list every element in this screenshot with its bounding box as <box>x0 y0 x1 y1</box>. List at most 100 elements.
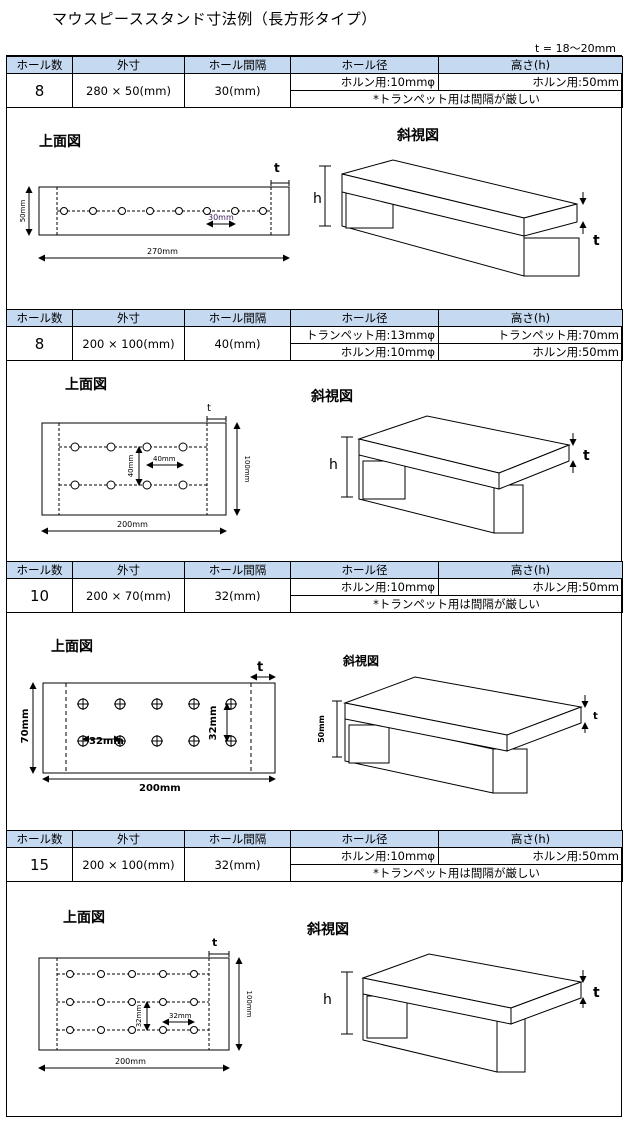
board-side <box>523 203 578 237</box>
page-title: マウスピーススタンド寸法例（長方形タイプ） <box>52 10 377 28</box>
leg-right-side <box>496 1017 526 1073</box>
top-view-board <box>38 186 290 236</box>
top-view-board <box>41 422 227 516</box>
leg-right-side <box>523 237 580 277</box>
header-hole-count: ホール数 <box>6 830 73 848</box>
hole <box>66 1026 74 1034</box>
hole-cross <box>151 698 163 710</box>
height-cell: ホルン用:50mm <box>438 73 623 91</box>
hole <box>97 998 105 1006</box>
height-cell: トランペット用:70mm <box>438 326 623 344</box>
perspective-label: 斜視図 <box>342 653 379 668</box>
header-height: 高さ(h) <box>438 309 623 327</box>
outer-size-cell: 200 × 100(mm) <box>72 847 185 882</box>
hole <box>118 207 126 215</box>
h-label: h <box>329 457 338 473</box>
hole-cross <box>151 735 163 747</box>
header-height: 高さ(h) <box>438 830 623 848</box>
hole <box>190 1026 198 1034</box>
outer-size-cell: 280 × 50(mm) <box>72 73 185 108</box>
t-label: t <box>274 161 280 175</box>
leg-left-side <box>366 995 408 1039</box>
top-view-label: 上面図 <box>51 639 93 655</box>
hole <box>142 442 152 452</box>
hole-cross <box>188 698 200 710</box>
hole <box>190 970 198 978</box>
t-label: t <box>593 711 598 722</box>
note-cell: *トランペット用は間隔が厳しい <box>290 864 623 882</box>
t-label: t <box>207 403 211 414</box>
top-view-board <box>38 957 230 1051</box>
hole-spacing-cell: 30(mm) <box>184 73 291 108</box>
diagram-4-svg: 上面図 斜視図 32mm 32mm 200mm 100mm t h t <box>38 910 600 1073</box>
hole <box>106 480 116 490</box>
hole-diameter-cell: ホルン用:10mmφ <box>290 73 439 91</box>
hole <box>142 480 152 490</box>
spacing-v-dim-label: 32mm <box>135 1005 143 1028</box>
hole-diameter-cell: ホルン用:10mmφ <box>290 343 439 361</box>
diagram-1: 上面図 斜視図 30mm 270mm 50mm t h t <box>7 108 621 308</box>
hole-diameter-cell: トランペット用:13mmφ <box>290 326 439 344</box>
header-height: 高さ(h) <box>438 56 623 74</box>
hole-cross <box>114 698 126 710</box>
hole <box>203 207 211 215</box>
spacing-h-dim-label: 40mm <box>153 455 176 463</box>
hole-row <box>60 207 267 215</box>
top-view-label: 上面図 <box>63 910 105 926</box>
header-hole-count: ホール数 <box>6 561 73 579</box>
header-outer-size: 外寸 <box>72 830 185 848</box>
height-cell: ホルン用:50mm <box>438 343 623 361</box>
perspective-stand <box>341 159 580 277</box>
width-dim-label: 200mm <box>115 1057 146 1066</box>
spec-table-4: ホール数 外寸 ホール間隔 ホール径 高さ(h) 15 200 × 100(mm… <box>6 830 623 882</box>
spec-table-2: ホール数 外寸 ホール間隔 ホール径 高さ(h) 8 200 × 100(mm)… <box>6 309 623 361</box>
t-label: t <box>212 936 217 949</box>
hole <box>259 207 267 215</box>
height-cell: ホルン用:50mm <box>438 847 623 865</box>
diagram-2-svg: 上面図 斜視図 40mm 40mm 200mm 100mm t h t <box>41 377 590 535</box>
hole-count-cell: 15 <box>6 847 73 882</box>
hole-grid <box>70 442 188 490</box>
hole <box>128 1026 136 1034</box>
hole <box>66 998 74 1006</box>
spec-table-1: ホール数 外寸 ホール間隔 ホール径 高さ(h) 8 280 × 50(mm) … <box>6 56 623 108</box>
board-side <box>506 706 582 752</box>
perspective-label: 斜視図 <box>310 388 353 405</box>
leg-right-side <box>493 484 524 534</box>
perspective-stand <box>357 415 571 534</box>
hole <box>128 998 136 1006</box>
diagram-1-svg: 上面図 斜視図 30mm 270mm 50mm t h t <box>19 127 600 277</box>
top-view-label: 上面図 <box>39 134 81 150</box>
header-hole-spacing: ホール間隔 <box>184 56 291 74</box>
board-side <box>498 444 570 490</box>
hole <box>106 442 116 452</box>
hole-cross <box>77 698 89 710</box>
hole <box>159 970 167 978</box>
height-cell: ホルン用:50mm <box>438 578 623 596</box>
diagram-3-svg: 上面図 斜視図 32mm 32mm 200mm 70mm t 50mm t <box>20 639 598 794</box>
spacing-dim-label: 30mm <box>208 213 234 222</box>
hole <box>70 442 80 452</box>
width-dim-label: 200mm <box>117 520 148 529</box>
hole <box>128 970 136 978</box>
leg-left-side <box>348 724 390 764</box>
spec-table-3: ホール数 外寸 ホール間隔 ホール径 高さ(h) 10 200 × 70(mm)… <box>6 561 623 613</box>
hole <box>190 998 198 1006</box>
hole-spacing-cell: 40(mm) <box>184 326 291 361</box>
header-hole-diameter: ホール径 <box>290 830 439 848</box>
hole-spacing-cell: 32(mm) <box>184 578 291 613</box>
depth-dim-label: 70mm <box>20 709 31 744</box>
spacing-h-dim-label: 32mm <box>89 736 124 747</box>
hole-diameter-cell: ホルン用:10mmφ <box>290 847 439 865</box>
top-view-board <box>42 682 276 774</box>
outer-size-cell: 200 × 100(mm) <box>72 326 185 361</box>
header-hole-spacing: ホール間隔 <box>184 309 291 327</box>
perspective-stand <box>343 676 583 794</box>
hole <box>159 998 167 1006</box>
header-hole-diameter: ホール径 <box>290 56 439 74</box>
leg-right-side <box>492 748 528 794</box>
diagram-4: 上面図 斜視図 32mm 32mm 200mm 100mm t h t <box>7 882 621 1114</box>
hole-cross <box>188 735 200 747</box>
hole <box>178 442 188 452</box>
diagram-3: 上面図 斜視図 32mm 32mm 200mm 70mm t 50mm t <box>7 613 621 829</box>
